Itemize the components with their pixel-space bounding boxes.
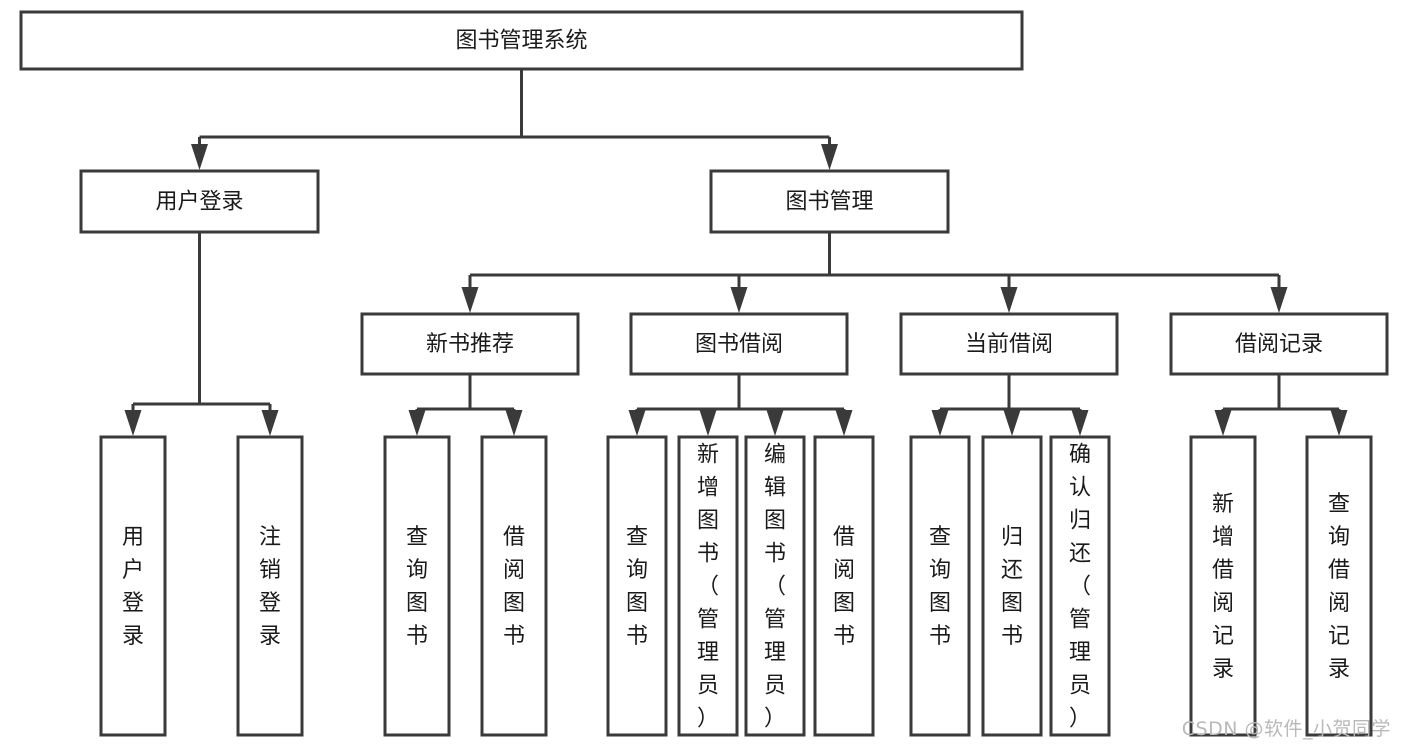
node-leaf-add-book-label: 新增图书（管理员） xyxy=(697,442,719,731)
node-book-borrow-box[interactable] xyxy=(629,312,849,376)
arrow-head-icon xyxy=(1003,410,1021,436)
node-user-login-box[interactable] xyxy=(79,169,320,234)
connector-group-current-borrow xyxy=(931,374,1089,436)
node-leaf-add-book-box[interactable] xyxy=(677,435,739,737)
node-leaf-return-book-label: 归还图书 xyxy=(1001,525,1023,649)
node-leaf-query-record-box[interactable] xyxy=(1305,435,1373,737)
node-leaf-query-record-label: 查询借阅记录 xyxy=(1328,492,1350,682)
node-leaf-borrow-book-1-label: 借阅图书 xyxy=(503,525,525,649)
node-leaf-confirm-return-box[interactable] xyxy=(1049,435,1111,737)
arrow-head-icon xyxy=(461,287,479,313)
node-leaf-confirm-return-label: 确认归还（管理员） xyxy=(1069,442,1091,731)
node-leaf-return-book[interactable]: 归还图书 xyxy=(981,435,1043,737)
arrow-head-icon xyxy=(1330,410,1348,436)
connector-group-borrow-record xyxy=(1214,374,1348,436)
node-book-manage-box[interactable] xyxy=(709,169,950,234)
arrow-head-icon xyxy=(261,410,279,436)
node-leaf-add-book[interactable]: 新增图书（管理员） xyxy=(677,435,739,737)
node-borrow-record-box[interactable] xyxy=(1169,312,1389,376)
node-leaf-borrow-book-2-box[interactable] xyxy=(813,435,875,737)
arrow-head-icon xyxy=(408,410,426,436)
node-new-book-rec-label: 新书推荐 xyxy=(426,332,514,357)
connector-group-new-book-rec xyxy=(408,374,523,436)
node-leaf-logout[interactable]: 注销登录 xyxy=(236,435,304,737)
arrow-head-icon xyxy=(191,144,208,170)
arrow-head-icon xyxy=(835,410,853,436)
node-book-borrow[interactable]: 图书借阅 xyxy=(629,312,849,376)
connector-group-root xyxy=(191,69,838,170)
node-leaf-query-book-2-box[interactable] xyxy=(606,435,668,737)
arrow-head-icon xyxy=(1000,287,1018,313)
node-leaf-logout-box[interactable] xyxy=(236,435,304,737)
arrow-head-icon xyxy=(124,410,142,436)
node-leaf-query-book-1-box[interactable] xyxy=(383,435,451,737)
node-leaf-query-book-1[interactable]: 查询图书 xyxy=(383,435,451,737)
connector-group-user-login xyxy=(124,232,279,436)
node-new-book-rec[interactable]: 新书推荐 xyxy=(360,312,580,376)
node-leaf-borrow-book-1-box[interactable] xyxy=(480,435,548,737)
node-leaf-add-record-box[interactable] xyxy=(1189,435,1257,737)
node-borrow-record[interactable]: 借阅记录 xyxy=(1169,312,1389,376)
node-leaf-query-book-3-label: 查询图书 xyxy=(929,525,951,649)
arrow-head-icon xyxy=(505,410,523,436)
node-leaf-borrow-book-2-label: 借阅图书 xyxy=(833,525,855,649)
node-layer: 图书管理系统用户登录图书管理新书推荐图书借阅当前借阅借阅记录用户登录注销登录查询… xyxy=(19,10,1389,737)
arrow-head-icon xyxy=(1071,410,1089,436)
arrow-head-icon xyxy=(699,410,717,436)
node-leaf-edit-book-label: 编辑图书（管理员） xyxy=(764,442,786,731)
node-leaf-query-book-3-box[interactable] xyxy=(909,435,971,737)
arrow-head-icon xyxy=(1270,287,1288,313)
node-leaf-borrow-book-2[interactable]: 借阅图书 xyxy=(813,435,875,737)
node-leaf-query-book-2[interactable]: 查询图书 xyxy=(606,435,668,737)
node-leaf-query-record[interactable]: 查询借阅记录 xyxy=(1305,435,1373,737)
arrow-head-icon xyxy=(1214,410,1232,436)
node-leaf-add-record[interactable]: 新增借阅记录 xyxy=(1189,435,1257,737)
node-user-login-label: 用户登录 xyxy=(155,190,243,215)
node-current-borrow-label: 当前借阅 xyxy=(965,332,1053,357)
node-root-label: 图书管理系统 xyxy=(455,29,587,54)
node-leaf-user-login-label: 用户登录 xyxy=(122,525,144,649)
node-leaf-query-book-3[interactable]: 查询图书 xyxy=(909,435,971,737)
node-borrow-record-label: 借阅记录 xyxy=(1235,332,1323,357)
node-leaf-query-book-2-label: 查询图书 xyxy=(626,525,648,649)
node-new-book-rec-box[interactable] xyxy=(360,312,580,376)
node-root-box[interactable] xyxy=(19,10,1024,71)
node-book-manage-label: 图书管理 xyxy=(785,190,873,215)
node-leaf-borrow-book-1[interactable]: 借阅图书 xyxy=(480,435,548,737)
node-root[interactable]: 图书管理系统 xyxy=(19,10,1024,71)
node-leaf-return-book-box[interactable] xyxy=(981,435,1043,737)
node-book-borrow-label: 图书借阅 xyxy=(695,332,783,357)
node-leaf-confirm-return[interactable]: 确认归还（管理员） xyxy=(1049,435,1111,737)
node-leaf-logout-label: 注销登录 xyxy=(259,525,281,649)
node-leaf-edit-book[interactable]: 编辑图书（管理员） xyxy=(744,435,806,737)
arrow-head-icon xyxy=(821,144,838,170)
arrow-head-icon xyxy=(730,287,748,313)
node-book-manage[interactable]: 图书管理 xyxy=(709,169,950,234)
node-leaf-user-login-box[interactable] xyxy=(99,435,167,737)
node-user-login[interactable]: 用户登录 xyxy=(79,169,320,234)
connector-layer xyxy=(124,69,1348,436)
arrow-head-icon xyxy=(766,410,784,436)
arrow-head-icon xyxy=(628,410,646,436)
node-current-borrow[interactable]: 当前借阅 xyxy=(899,312,1119,376)
node-leaf-user-login[interactable]: 用户登录 xyxy=(99,435,167,737)
node-leaf-add-record-label: 新增借阅记录 xyxy=(1212,492,1234,682)
connector-group-book-manage xyxy=(461,232,1288,313)
node-leaf-query-book-1-label: 查询图书 xyxy=(406,525,428,649)
connector-group-book-borrow xyxy=(628,374,853,436)
node-current-borrow-box[interactable] xyxy=(899,312,1119,376)
node-leaf-edit-book-box[interactable] xyxy=(744,435,806,737)
arrow-head-icon xyxy=(931,410,949,436)
